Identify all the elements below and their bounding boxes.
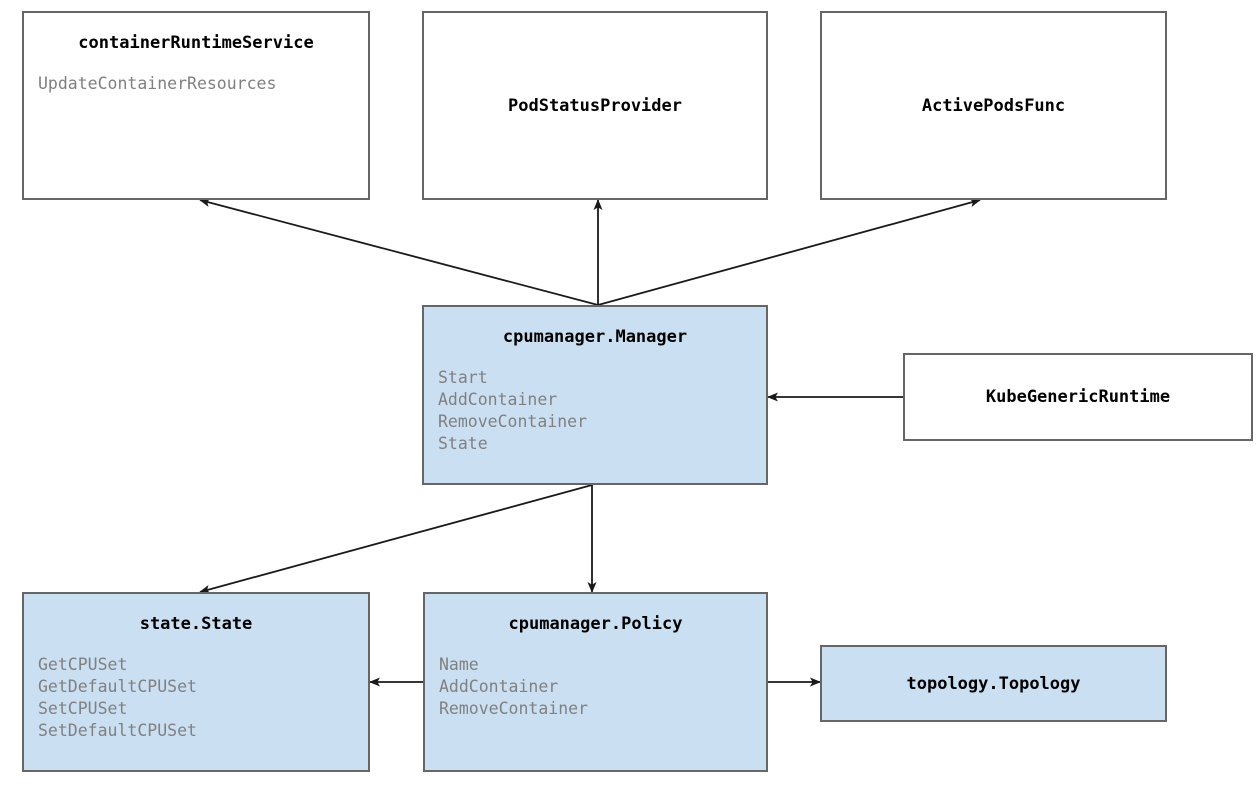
class-node-title: cpumanager.Policy (508, 614, 683, 634)
class-node-active-pods-func[interactable]: ActivePodsFunc (820, 11, 1167, 200)
class-node-title: cpumanager.Manager (502, 327, 688, 347)
class-node-member: Name (439, 655, 479, 674)
class-node-member: SetCPUSet (38, 699, 128, 718)
class-node-member-list: UpdateContainerResources (24, 73, 368, 95)
class-node-title: ActivePodsFunc (921, 95, 1066, 116)
class-node-member: SetDefaultCPUSet (38, 721, 197, 740)
class-node-title: containerRuntimeService (78, 33, 314, 53)
class-node-member: AddContainer (438, 390, 558, 409)
class-node-member: AddContainer (439, 677, 559, 696)
connector-manager-to-container-runtime-service (199, 198, 599, 306)
class-node-member: UpdateContainerResources (38, 74, 277, 93)
class-node-pod-status-provider[interactable]: PodStatusProvider (422, 11, 768, 200)
class-node-member: State (438, 434, 488, 453)
class-node-member: RemoveContainer (438, 412, 588, 431)
class-node-member: GetDefaultCPUSet (38, 677, 197, 696)
connector-manager-to-active-pods-func (597, 198, 981, 306)
class-node-kube-generic-runtime[interactable]: KubeGenericRuntime (903, 353, 1253, 441)
class-node-member: GetCPUSet (38, 655, 128, 674)
class-node-member: RemoveContainer (439, 699, 589, 718)
class-node-title: KubeGenericRuntime (985, 387, 1171, 407)
class-node-title: state.State (139, 614, 253, 634)
class-node-topology-topology[interactable]: topology.Topology (820, 645, 1167, 722)
connector-manager-to-state-state (199, 484, 593, 594)
class-node-title: topology.Topology (906, 673, 1081, 694)
class-node-member: Start (438, 368, 488, 387)
class-node-title: PodStatusProvider (508, 95, 682, 116)
